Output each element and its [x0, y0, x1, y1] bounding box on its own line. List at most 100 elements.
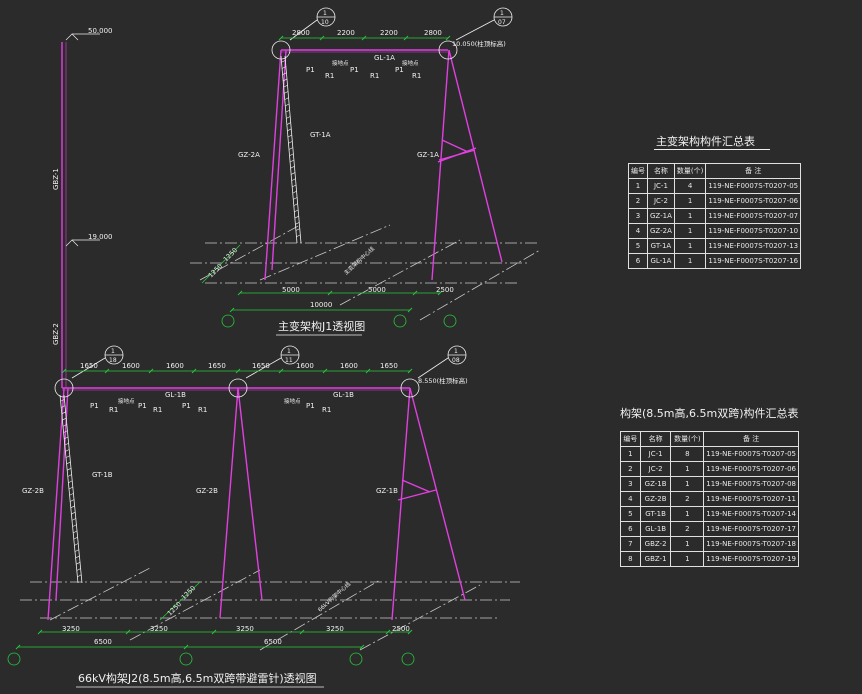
table1-cell: GZ-1A [647, 208, 675, 224]
dimension-tick [278, 35, 284, 41]
ladder-rung [292, 184, 297, 188]
j1-dim-top-2: 2200 [337, 29, 355, 37]
table2-cell: 2 [620, 461, 641, 477]
ladder-rung [61, 405, 66, 408]
table1-header-qty: 数量(个) [673, 163, 707, 179]
j2-dim-bottom-5: 2500 [392, 625, 410, 633]
table1-cell: 119-NE-F0007S-T0207-07 [705, 208, 802, 224]
ladder-rungs-j1 [281, 59, 301, 238]
dimension-tick [407, 307, 413, 313]
table2-title: 构架(8.5m高,6.5m双跨)构件汇总表 [620, 407, 799, 420]
table1-cell: 119-NE-F0007S-T0207-06 [705, 193, 802, 209]
table2-cell: 119-NE-F0007S-T0207-19 [703, 551, 799, 567]
j2-title: 66kV构架J2(8.5m高,6.5m双跨带避雷针)透视图 [78, 671, 317, 685]
j1-column-gz1a: GZ-1A [417, 151, 439, 159]
ladder-rung [294, 209, 299, 213]
dimension-tick [125, 629, 131, 635]
j2-dim-top-5: 1650 [252, 362, 270, 370]
dimension-tick [361, 35, 367, 41]
j1-axis-note: 主变架构中心线 [342, 244, 376, 276]
callout-j2-1-top: 1 [111, 348, 115, 355]
dimension-tick [319, 35, 325, 41]
dimensions-j1 [201, 37, 457, 328]
j2-column-2: GZ-2B [196, 487, 218, 495]
j1-elevation: 10.050(柱顶标高) [452, 39, 506, 48]
dimension-tick [229, 307, 235, 313]
ladder-rung [287, 134, 293, 138]
table1-cell: 5 [628, 238, 648, 254]
ladder-rung [70, 499, 75, 502]
table2-cell: GBZ-1 [639, 551, 672, 567]
ladder-rung [67, 467, 72, 471]
table2-cell: 3 [620, 476, 641, 492]
dimension-ticks [15, 35, 451, 650]
table1-cell: 1 [673, 208, 707, 224]
ground-lines-j2 [20, 567, 520, 651]
ladder-rung [72, 524, 77, 527]
ladder-rung [62, 424, 68, 427]
table1-cell: 1 [673, 253, 707, 269]
j2-dim-top-6: 1600 [296, 362, 314, 370]
ladder-rungs-j2 [60, 398, 82, 578]
dimension-tick [278, 368, 284, 374]
ladder-rung [73, 536, 78, 540]
j2-dim-top-7: 1600 [340, 362, 358, 370]
table2-header-row: 编号 名称 数量(个) 备 注 [620, 431, 799, 447]
j2-dim-total-1: 6500 [94, 638, 112, 646]
table2-cell: 5 [620, 506, 641, 522]
j2-dim-bottom-4: 3250 [326, 625, 344, 633]
table1-header-row: 编号 名称 数量(个) 备 注 [628, 163, 802, 179]
j1-dim-bottom-3: 2500 [436, 286, 454, 294]
table1-cell: 119-NE-F0007S-T0207-16 [705, 253, 802, 269]
table2-cell: 1 [670, 536, 705, 552]
table2-cell: 6 [620, 521, 641, 537]
needle-top-elev: 50.000 [88, 27, 113, 35]
table1-cell: GT-1A [647, 238, 675, 254]
j2-lightning-2: 接地点 [284, 397, 301, 405]
table1-cell: 6 [628, 253, 648, 269]
table2-cell: 8 [670, 446, 705, 462]
j1-lightning-1: 接地点 [332, 59, 349, 67]
j2-dim-bottom-1: 3250 [62, 625, 80, 633]
ladder-rung [294, 215, 300, 219]
needle-column [61, 42, 67, 388]
table1-cell: JC-1 [647, 178, 675, 194]
j1-ladder-label: GT-1A [310, 131, 331, 139]
table1-title-underline [654, 149, 770, 150]
needle-label-gbz2: GBZ-2 [52, 323, 60, 345]
ladder-rung [293, 203, 298, 206]
table1-title: 主变架构构件汇总表 [656, 135, 755, 148]
ladder-rung [75, 555, 80, 559]
j2-lightning-1: 接地点 [118, 397, 135, 405]
table1-cell: 119-NE-F0007S-T0207-10 [705, 223, 802, 239]
dimension-tick [437, 290, 443, 296]
j2-side-dim-2: 1250 [180, 584, 197, 601]
dimension-tick [37, 629, 43, 635]
j1-lightning-2: 接地点 [402, 59, 419, 67]
dimension-tick [407, 629, 413, 635]
ladder-rung [290, 165, 295, 169]
ladder-rung [70, 505, 75, 509]
dimension-tick [403, 35, 409, 41]
j2-point-2: R1 [109, 406, 118, 414]
table1-cell: GZ-2A [647, 223, 675, 239]
table1-cell: 1 [673, 223, 707, 239]
table2-cell: 1 [670, 476, 705, 492]
table2-header-no: 编号 [620, 431, 641, 447]
frame-j2-members [47, 387, 466, 621]
dimension-tick [385, 629, 391, 635]
j1-side-dim-1: 1250 [207, 262, 224, 279]
j2-dim-top-8: 1650 [380, 362, 398, 370]
j2-dim-top-2: 1600 [122, 362, 140, 370]
ladder-rung [64, 436, 69, 440]
ladder-rung [288, 140, 293, 144]
j1-point-5: P1 [395, 66, 404, 74]
ladder-rung [64, 442, 69, 446]
table2-cell: 119-NE-F0007S-T0207-08 [703, 476, 799, 492]
